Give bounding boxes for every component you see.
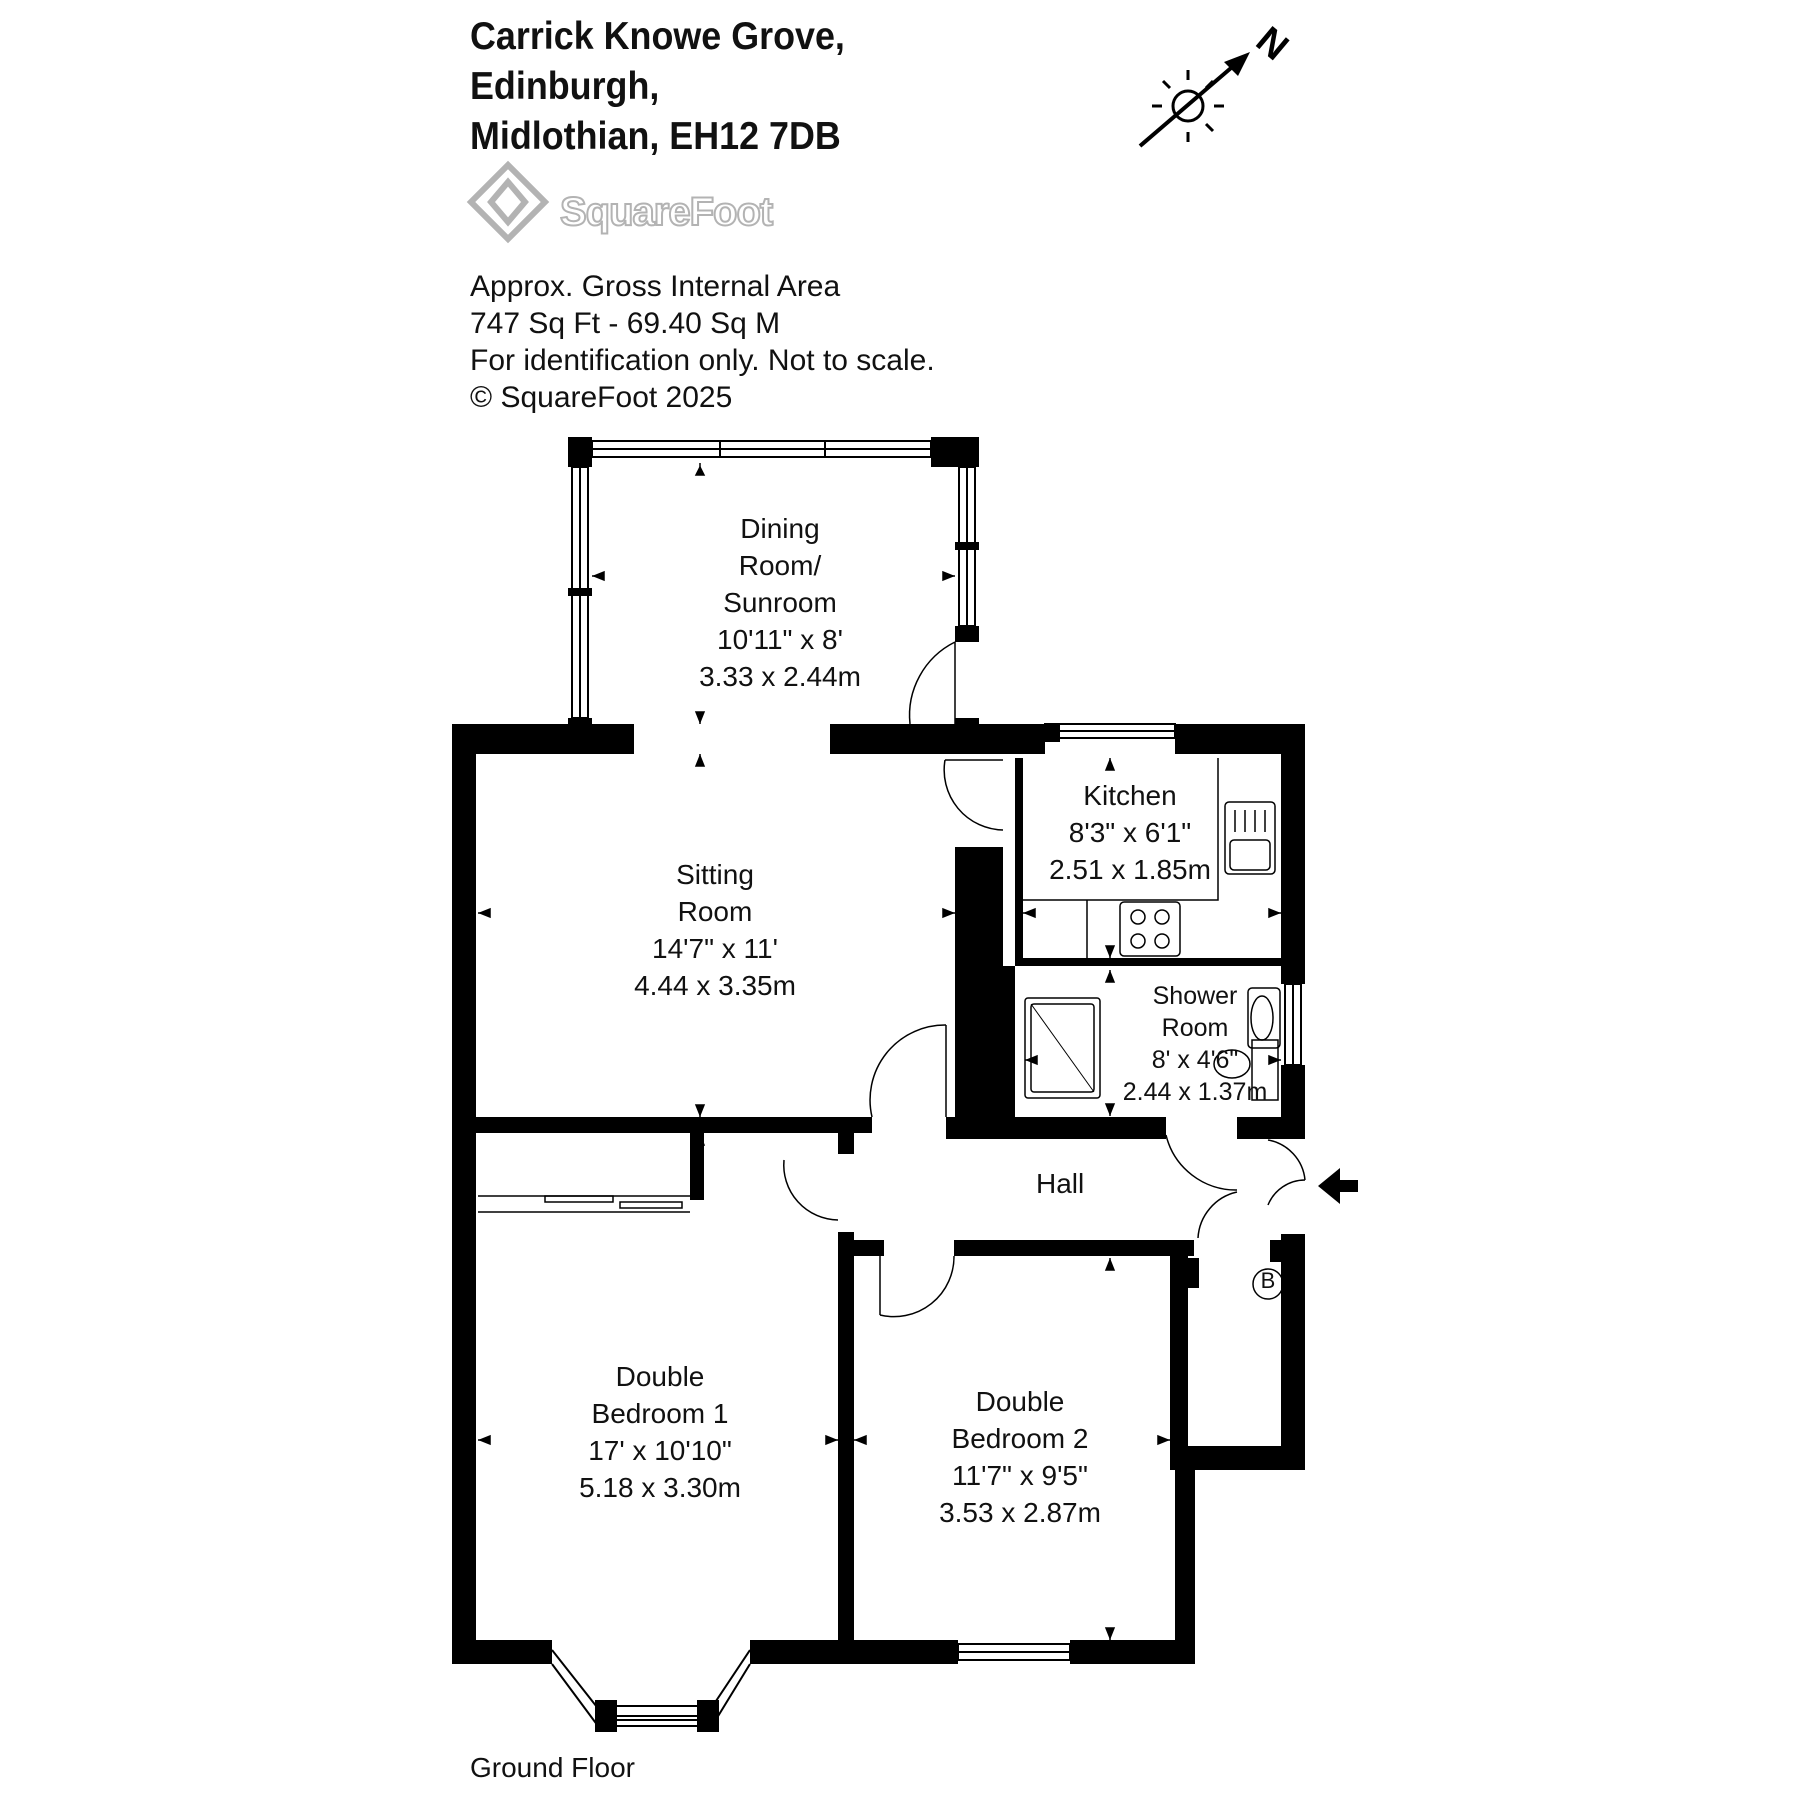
area-info-line-2: 747 Sq Ft - 69.40 Sq M [470, 307, 781, 340]
dimension-arrows [477, 463, 1282, 1641]
room-metric: 3.53 x 2.87m [939, 1497, 1101, 1528]
room-name: Dining [740, 513, 820, 544]
windows [551, 440, 1302, 1727]
room-name: Shower [1152, 982, 1238, 1010]
boiler-label: B [1260, 1268, 1276, 1293]
room-label-dining: Dining Room/ Sunroom 10'11" x 8' 3.33 x … [680, 510, 880, 695]
room-imperial: 17' x 10'10" [588, 1435, 732, 1466]
door-swings [783, 641, 1306, 1318]
room-imperial: 8'3" x 6'1" [1068, 817, 1192, 848]
area-info-line-4: © SquareFoot 2025 [470, 381, 733, 414]
room-metric: 2.44 x 1.37m [1122, 1078, 1268, 1106]
area-info-line-1: Approx. Gross Internal Area [470, 270, 841, 303]
room-name: Kitchen [1083, 780, 1177, 811]
address-line-1: Carrick Knowe Grove, [470, 15, 845, 58]
room-name: Bedroom 1 [591, 1398, 729, 1429]
area-info: Approx. Gross Internal Area 747 Sq Ft - … [470, 268, 935, 416]
address-block: Carrick Knowe Grove, Edinburgh, Midlothi… [470, 12, 845, 162]
room-metric: 2.51 x 1.85m [1049, 854, 1211, 885]
room-label-hall: Hall [1036, 1168, 1085, 1199]
room-imperial: 10'11" x 8' [717, 624, 843, 655]
fixtures [478, 758, 1284, 1300]
room-label-shower: Shower Room 8' x 4'6" 2.44 x 1.37m [1105, 980, 1285, 1108]
room-name: Sunroom [723, 587, 837, 618]
room-metric: 3.33 x 2.44m [699, 661, 861, 692]
address-line-3: Midlothian, EH12 7DB [470, 115, 841, 158]
logo-text: SquareFoot [559, 189, 774, 235]
room-label-bedroom-2: Double Bedroom 2 11'7" x 9'5" 3.53 x 2.8… [910, 1383, 1130, 1531]
room-imperial: 8' x 4'6" [1151, 1046, 1239, 1074]
room-metric: 4.44 x 3.35m [634, 970, 796, 1001]
area-info-line-3: For identification only. Not to scale. [470, 344, 935, 377]
room-imperial: 14'7" x 11' [652, 933, 778, 964]
floor-label: Ground Floor [470, 1752, 635, 1783]
room-name: Double [615, 1361, 705, 1392]
room-name: Room/ [738, 550, 822, 581]
room-label-bedroom-1: Double Bedroom 1 17' x 10'10" 5.18 x 3.3… [550, 1358, 770, 1506]
compass-icon [1138, 52, 1250, 148]
compass-north-label: N [1248, 19, 1296, 69]
room-name: Room [677, 896, 753, 927]
room-name: Bedroom 2 [951, 1423, 1089, 1454]
room-label-sitting: Sitting Room 14'7" x 11' 4.44 x 3.35m [600, 856, 830, 1004]
squarefoot-logo-icon [466, 160, 550, 244]
room-name: Double [975, 1386, 1065, 1417]
address-line-2: Edinburgh, [470, 65, 660, 108]
room-imperial: 11'7" x 9'5" [952, 1460, 1088, 1491]
room-name: Room [1161, 1014, 1229, 1042]
room-metric: 5.18 x 3.30m [579, 1472, 741, 1503]
room-label-kitchen: Kitchen 8'3" x 6'1" 2.51 x 1.85m [1030, 777, 1230, 888]
entrance-arrow-icon [1318, 1168, 1358, 1204]
room-name: Sitting [676, 859, 754, 890]
